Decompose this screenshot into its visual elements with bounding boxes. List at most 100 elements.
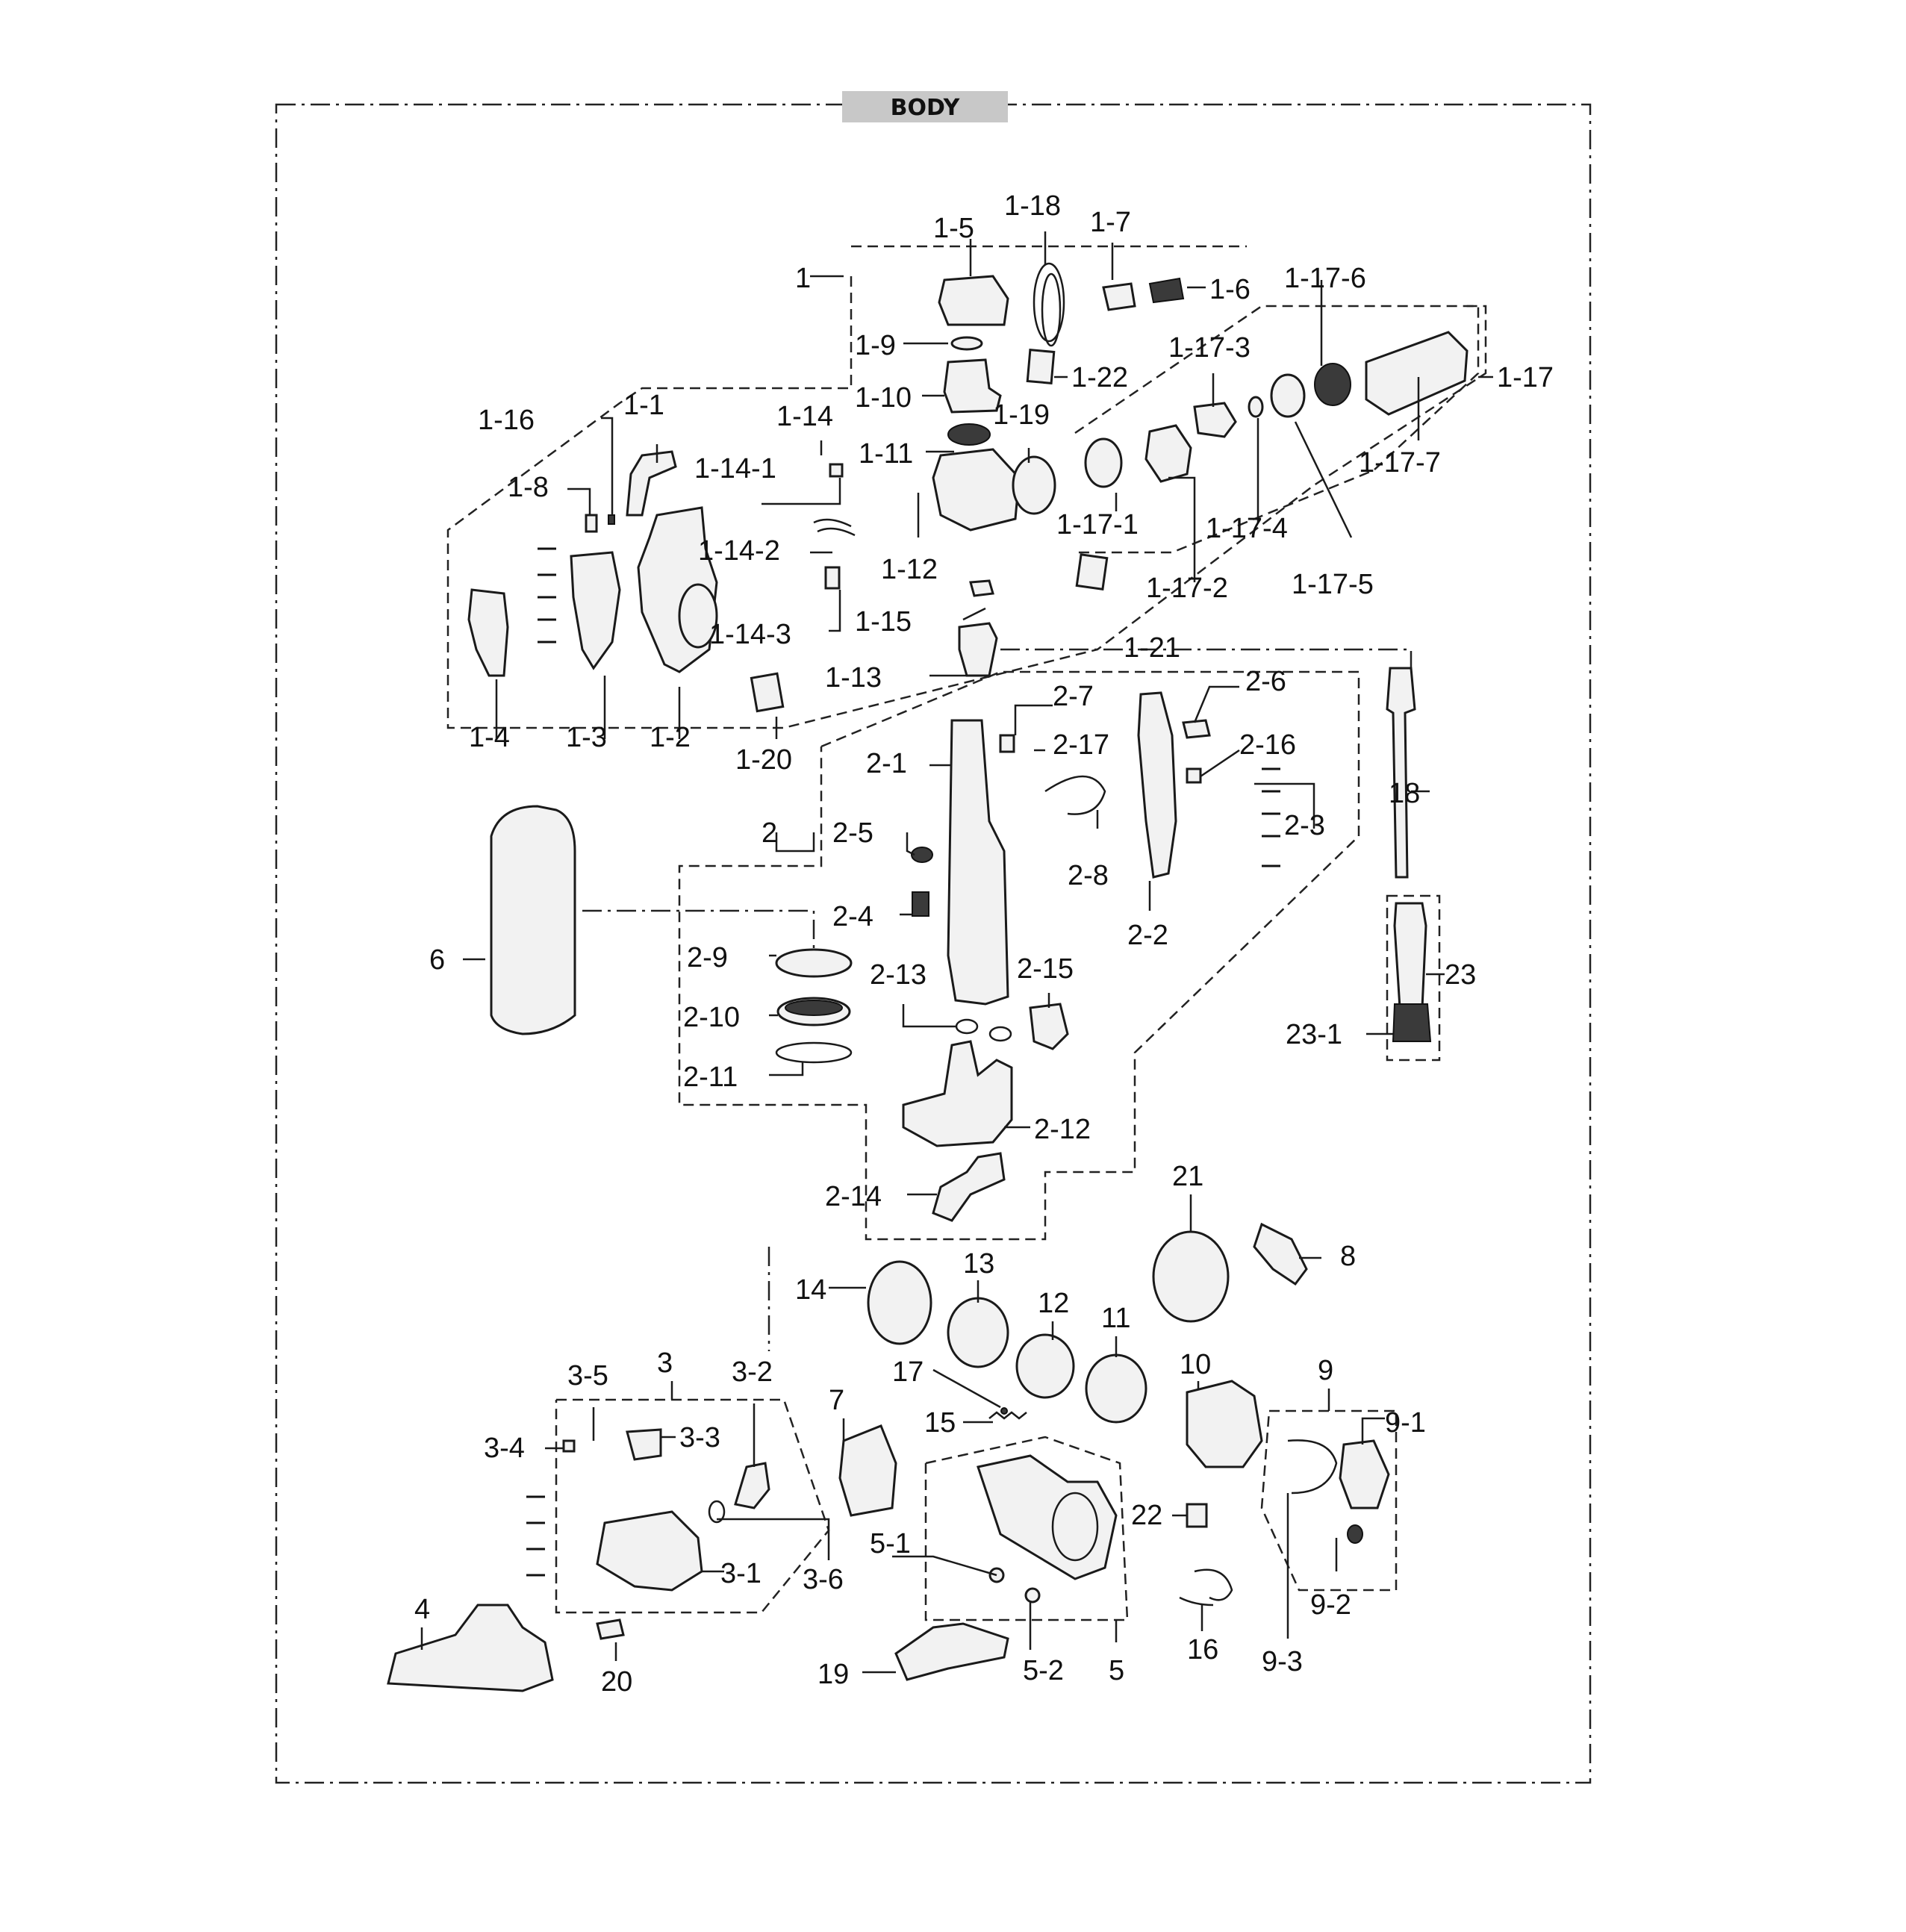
label-1-2: 1-2 — [650, 722, 691, 753]
label-18: 18 — [1389, 778, 1420, 809]
label-5-1: 5-1 — [870, 1528, 911, 1559]
part-1-13-shape — [958, 622, 998, 677]
part-1-17-6-shape — [1314, 363, 1351, 406]
label-2-9: 2-9 — [687, 942, 728, 973]
label-2-17: 2-17 — [1053, 729, 1109, 761]
part-1-15-shape — [969, 579, 994, 597]
label-9-3: 9-3 — [1262, 1646, 1303, 1677]
label-1-17-5: 1-17-5 — [1292, 569, 1374, 600]
part-1-10-shape — [943, 358, 1002, 414]
label-19: 19 — [817, 1659, 849, 1690]
part-2-8-shape — [1044, 775, 1106, 815]
part-1-4-shape — [467, 588, 509, 677]
part-12-shape — [1015, 1333, 1075, 1399]
label-1-18: 1-18 — [1004, 190, 1061, 222]
part-20-shape — [596, 1618, 625, 1640]
label-1-14-1: 1-14-1 — [694, 453, 776, 484]
part-1-17-1-shape — [1084, 437, 1123, 488]
part-1-3-shape — [570, 551, 621, 670]
label-2-13: 2-13 — [870, 959, 926, 991]
part-1-16-shape — [608, 514, 615, 525]
label-2-6: 2-6 — [1245, 666, 1286, 697]
label-1-3: 1-3 — [566, 722, 607, 753]
label-4: 4 — [414, 1594, 430, 1625]
label-2-14: 2-14 — [825, 1181, 882, 1212]
label-2-16: 2-16 — [1239, 729, 1296, 761]
part-17-shape — [1000, 1407, 1008, 1415]
part-1-18-cord — [1033, 262, 1065, 347]
part-2-5-shape — [911, 847, 933, 863]
part-6-shape — [490, 805, 576, 1035]
part-9-3-shape — [1287, 1439, 1338, 1495]
label-1-1: 1-1 — [623, 390, 664, 421]
part-16-shape — [1179, 1568, 1233, 1607]
label-3: 3 — [657, 1347, 673, 1379]
label-3-2: 3-2 — [732, 1356, 773, 1388]
part-5-shape — [977, 1454, 1118, 1580]
label-1-14-2: 1-14-2 — [698, 535, 780, 567]
group-23-outline — [1386, 894, 1441, 1062]
part-1-1-shape — [626, 450, 677, 517]
part-5-ring — [1051, 1492, 1099, 1562]
part-1-5-shape — [938, 275, 1009, 326]
part-22-shape — [1186, 1503, 1208, 1528]
label-1-17-2: 1-17-2 — [1146, 573, 1228, 604]
part-1-14-3-shape — [824, 566, 841, 590]
label-1-15: 1-15 — [855, 606, 912, 638]
part-1-2-motor — [678, 583, 718, 649]
part-2-9-shape — [775, 948, 853, 978]
part-1-17-5-shape — [1270, 373, 1306, 418]
label-12: 12 — [1038, 1288, 1069, 1319]
part-9-2-shape — [1347, 1524, 1363, 1544]
label-9-1: 9-1 — [1385, 1407, 1426, 1439]
part-2-11-shape — [775, 1041, 853, 1064]
part-3-2-shape — [734, 1462, 770, 1509]
part-2-2-shape — [1137, 691, 1177, 879]
label-1-17-3: 1-17-3 — [1168, 332, 1251, 364]
label-1-8: 1-8 — [508, 472, 549, 503]
label-1-7: 1-7 — [1090, 207, 1131, 238]
label-2-1: 2-1 — [866, 748, 907, 779]
part-3-1-shape — [596, 1510, 703, 1592]
label-2-8: 2-8 — [1068, 860, 1109, 891]
part-5-2-shape — [1024, 1587, 1041, 1604]
label-22: 22 — [1131, 1500, 1162, 1531]
part-21-shape — [1152, 1230, 1230, 1323]
label-3-1: 3-1 — [720, 1558, 762, 1589]
label-1-14-3: 1-14-3 — [709, 619, 791, 650]
part-1-21-shape — [1075, 553, 1109, 590]
label-1-19: 1-19 — [993, 399, 1050, 431]
label-2-4: 2-4 — [832, 901, 873, 932]
part-1-9-shape — [950, 336, 983, 351]
part-1-17-2-shape — [1144, 424, 1192, 483]
label-1-21: 1-21 — [1124, 632, 1180, 664]
part-2-14-shape — [932, 1152, 1006, 1222]
group-1-17-outline — [1074, 305, 1480, 554]
part-1-20-shape — [750, 672, 785, 713]
part-2-10-inner — [785, 1000, 843, 1016]
part-1-8-shape — [585, 514, 598, 533]
part-10-shape — [1186, 1380, 1263, 1468]
group-1-outline — [446, 276, 1487, 729]
part-2-16-shape — [1186, 767, 1202, 784]
label-3-5: 3-5 — [567, 1360, 608, 1392]
label-23-1: 23-1 — [1286, 1019, 1342, 1050]
part-2-12-shape — [902, 1040, 1013, 1147]
label-6: 6 — [429, 944, 445, 976]
part-18-shape — [1386, 667, 1416, 879]
part-1-19-shape — [1012, 455, 1056, 515]
group-5-outline — [924, 1436, 1129, 1621]
group-3-outline — [555, 1398, 830, 1614]
part-1-12-shape — [932, 448, 1021, 532]
title-badge: BODY — [842, 91, 1008, 122]
label-10: 10 — [1180, 1349, 1211, 1380]
label-1-6: 1-6 — [1209, 274, 1251, 305]
part-2-15-shape — [1029, 1003, 1069, 1050]
label-2-2: 2-2 — [1127, 920, 1168, 951]
label-2-3: 2-3 — [1284, 810, 1325, 841]
part-1-7-shape — [1102, 282, 1136, 311]
connector-6-to-2-9 — [582, 909, 815, 948]
label-1-4: 1-4 — [469, 722, 510, 753]
label-11: 11 — [1101, 1303, 1130, 1334]
